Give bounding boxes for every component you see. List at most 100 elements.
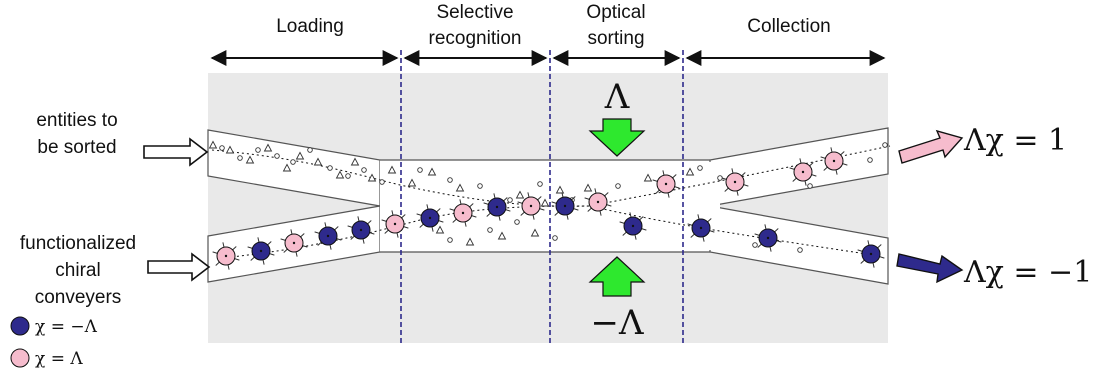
field-arrow-bottom xyxy=(588,256,646,297)
stage-label-collection: Collection xyxy=(747,16,830,37)
conveyers-label-line2: chiral xyxy=(55,260,100,281)
entity-triangle xyxy=(335,170,345,179)
entity-circle xyxy=(361,167,367,173)
stage-label-loading: Loading xyxy=(276,16,344,37)
legend-swatch-plus xyxy=(10,348,30,368)
entity-triangle xyxy=(515,190,525,199)
entity-circle xyxy=(447,237,453,243)
entity-triangle xyxy=(530,228,540,237)
conveyer-chi-minus xyxy=(551,192,579,220)
conveyer-chi-minus xyxy=(314,222,342,250)
entity-triangle xyxy=(583,183,593,192)
entity-circle xyxy=(507,197,513,203)
conveyer-chi-plus xyxy=(212,242,240,270)
entity-triangle xyxy=(435,225,445,234)
entity-triangle xyxy=(427,167,437,176)
conveyer-chi-plus xyxy=(584,188,612,216)
conveyers-input-arrow xyxy=(147,252,211,282)
conveyer-chi-plus xyxy=(652,170,680,198)
entity-circle xyxy=(255,147,261,153)
entity-triangle xyxy=(295,151,305,160)
conveyer-chi-plus xyxy=(789,158,817,186)
stage-dividers xyxy=(400,50,684,343)
input-arrows xyxy=(143,137,211,282)
conveyer-chi-minus xyxy=(857,240,885,268)
output-arrow-minus xyxy=(896,253,964,284)
legend: χ = −Λ χ = Λ xyxy=(10,316,98,369)
entity-circle xyxy=(307,147,313,153)
conveyer-chi-minus xyxy=(754,224,782,252)
entity-triangle xyxy=(350,157,360,166)
entity-circle xyxy=(537,181,543,187)
field-arrows xyxy=(588,118,646,297)
entity-triangle xyxy=(313,157,323,166)
entities-input-arrow xyxy=(143,137,209,167)
entity-circle xyxy=(552,235,558,241)
conveyer-chi-minus xyxy=(416,204,444,232)
entity-triangle xyxy=(407,178,417,187)
entity-triangle xyxy=(282,163,292,172)
conveyer-chi-minus xyxy=(619,212,647,240)
entity-circle xyxy=(477,183,483,189)
field-arrow-top xyxy=(588,118,646,157)
conveyers xyxy=(212,147,885,270)
entity-circle xyxy=(417,167,423,173)
conveyer-chi-plus xyxy=(517,192,545,220)
conveyer-chi-plus xyxy=(820,147,848,175)
entity-circle xyxy=(697,165,703,171)
legend-label-minus: χ = −Λ xyxy=(35,317,98,337)
entity-triangle xyxy=(387,165,397,174)
entity-triangle xyxy=(208,140,218,149)
legend-label-plus: χ = Λ xyxy=(35,349,83,369)
field-label-top: Λ xyxy=(604,77,630,117)
entity-circle xyxy=(219,145,225,151)
entity-triangle xyxy=(225,145,235,154)
output-arrows xyxy=(896,129,964,284)
trajectory-plus xyxy=(589,145,891,207)
entity-circle xyxy=(797,247,803,253)
entity-triangle xyxy=(455,183,465,192)
trajectory-minus xyxy=(589,205,881,257)
conveyers-label-line1: functionalized xyxy=(20,233,136,254)
entity-triangle xyxy=(540,198,550,207)
entity-triangle xyxy=(497,231,507,240)
entity-circle xyxy=(290,159,296,165)
entity-circle xyxy=(882,142,888,148)
conveyer-chi-minus xyxy=(687,214,715,242)
conveyer-chi-minus xyxy=(483,193,511,221)
stage-label-recognition-line1: Selective xyxy=(436,2,513,23)
entity-triangle xyxy=(643,173,653,182)
entity-triangle xyxy=(555,185,565,194)
conveyer-chi-plus xyxy=(280,229,308,257)
entity-circle xyxy=(274,153,280,159)
entity-particles xyxy=(208,140,888,253)
entity-circle xyxy=(807,183,813,189)
entities-label-line2: be sorted xyxy=(37,137,116,158)
entity-circle xyxy=(327,165,333,171)
output-label-minus: Λχ = −1 xyxy=(963,255,1092,290)
left-labels: entities to be sorted functionalized chi… xyxy=(20,110,136,308)
entity-triangle xyxy=(465,237,475,246)
entity-circle xyxy=(514,219,520,225)
entity-circle xyxy=(447,177,453,183)
conveyer-chi-plus xyxy=(449,199,477,227)
entity-triangle xyxy=(245,155,255,164)
stage-label-recognition-line2: recognition xyxy=(429,28,522,49)
conveyer-chi-minus xyxy=(347,216,375,244)
output-label-plus: Λχ = 1 xyxy=(963,123,1067,158)
stage-label-sorting-line1: Optical xyxy=(586,2,645,23)
conveyers-label-line3: conveyers xyxy=(35,287,122,308)
entity-circle xyxy=(615,183,621,189)
legend-swatch-minus xyxy=(10,316,30,336)
stage-labels: Loading Selective recognition Optical so… xyxy=(276,2,831,49)
stage-label-sorting-line2: sorting xyxy=(587,28,644,49)
entity-triangle xyxy=(263,143,273,152)
output-arrow-plus xyxy=(898,129,964,164)
entity-circle xyxy=(237,155,243,161)
entity-triangle xyxy=(685,167,695,176)
entity-circle xyxy=(345,173,351,179)
entity-circle xyxy=(752,242,758,248)
conveyer-chi-plus xyxy=(721,168,749,196)
entity-circle xyxy=(487,227,493,233)
